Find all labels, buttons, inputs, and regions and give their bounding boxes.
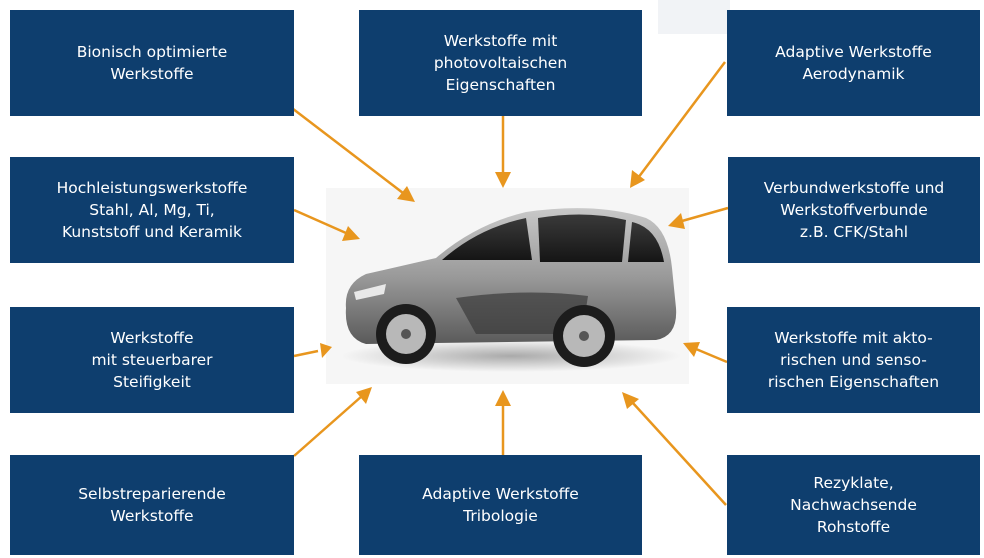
- box-photovoltaische-werkstoffe: Werkstoffe mit photovoltaischen Eigensch…: [359, 10, 642, 116]
- arrow-from-rezyklate: [631, 401, 727, 506]
- arrow-from-aerodynamik: [637, 61, 726, 179]
- arrowhead: [356, 387, 372, 404]
- arrowhead: [342, 226, 360, 241]
- arrow-from-verbund: [681, 206, 729, 223]
- box-verbundwerkstoffe: Verbundwerkstoffe und Werkstoffverbunde …: [728, 157, 980, 263]
- box-label: Rezyklate, Nachwachsende Rohstoffe: [790, 474, 917, 536]
- box-label: Verbundwerkstoffe und Werkstoffverbunde …: [763, 179, 945, 241]
- arrowhead: [397, 186, 415, 202]
- arrowhead: [668, 213, 685, 229]
- arrow-from-steifigkeit: [293, 349, 319, 358]
- box-label: Selbstreparierende Werkstoffe: [78, 485, 226, 525]
- box-label: Bionisch optimierte Werkstoffe: [76, 43, 228, 83]
- box-adaptive-aerodynamik: Adaptive Werkstoffe Aerodynamik: [727, 10, 980, 116]
- box-hochleistungswerkstoffe: Hochleistungswerkstoffe Stahl, Al, Mg, T…: [10, 157, 294, 263]
- car-icon: [341, 208, 681, 372]
- box-label: Werkstoffe mit photovoltaischen Eigensch…: [433, 32, 568, 94]
- arrow-from-hochleistung: [293, 208, 347, 235]
- box-bionisch-optimierte-werkstoffe: Bionisch optimierte Werkstoffe: [10, 10, 294, 116]
- arrowhead: [495, 390, 511, 406]
- box-label: Adaptive Werkstoffe Tribologie: [422, 485, 579, 525]
- box-adaptive-tribologie: Adaptive Werkstoffe Tribologie: [359, 455, 642, 555]
- arrow-from-selbstreparierend: [293, 395, 363, 457]
- box-label: Hochleistungswerkstoffe Stahl, Al, Mg, T…: [56, 179, 248, 241]
- box-rezyklate-rohstoffe: Rezyklate, Nachwachsende Rohstoffe: [727, 455, 980, 555]
- arrowhead: [320, 343, 332, 358]
- arrow-from-aktorisch: [695, 347, 728, 364]
- box-label: Werkstoffe mit steuerbarer Steifigkeit: [91, 329, 213, 391]
- arrowhead: [630, 170, 645, 188]
- box-steuerbare-steifigkeit: Werkstoffe mit steuerbarer Steifigkeit: [10, 307, 294, 413]
- arrowhead: [622, 392, 639, 409]
- arrowhead: [683, 342, 700, 357]
- car-illustration: [326, 188, 689, 384]
- corner-background-panel: [658, 0, 730, 34]
- box-aktorische-sensorische-werkstoffe: Werkstoffe mit akto- rischen und senso- …: [727, 307, 980, 413]
- arrowhead: [495, 172, 511, 188]
- box-label: Adaptive Werkstoffe Aerodynamik: [775, 43, 932, 83]
- box-selbstreparierende-werkstoffe: Selbstreparierende Werkstoffe: [10, 455, 294, 555]
- box-label: Werkstoffe mit akto- rischen und senso- …: [767, 329, 940, 391]
